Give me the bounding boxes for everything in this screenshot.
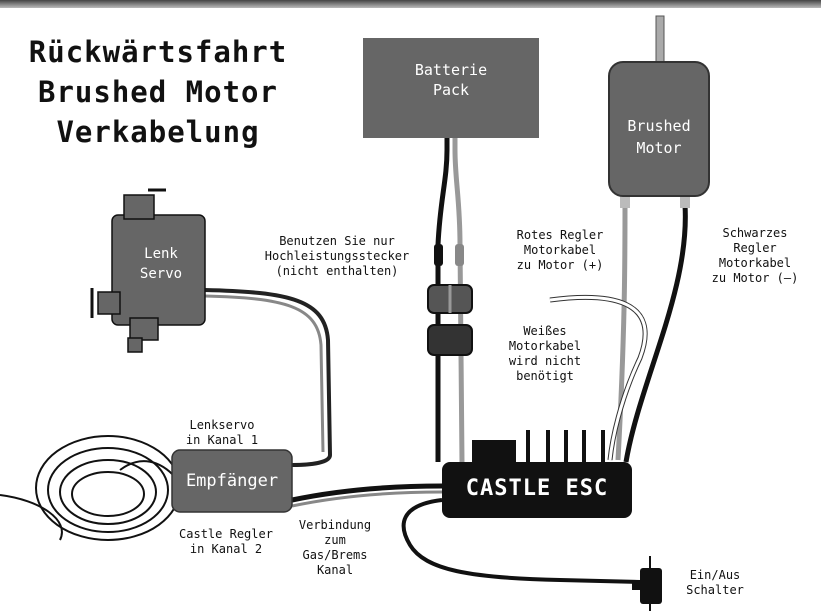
white-wire-note-line-4: benötigt <box>516 369 574 383</box>
connector-note-line-1: Benutzen Sie nur <box>279 234 395 248</box>
black-wire-note-line-2: Regler <box>733 241 777 255</box>
esc-channel-line-2: in Kanal 2 <box>189 542 263 556</box>
motor-body <box>608 61 710 197</box>
throttle-line-2: zum <box>324 533 346 547</box>
black-wire-note: Schwarzes Regler Motorkabel zu Motor (–) <box>700 226 810 286</box>
top-border <box>0 0 821 8</box>
battery-pack-label: Batterie Pack <box>363 60 539 100</box>
white-wire-note: Weißes Motorkabel wird nicht benötigt <box>490 324 600 384</box>
servo-label-line-2: Servo <box>139 266 183 282</box>
power-connector-bottom <box>427 324 473 356</box>
motor-label-line-2: Motor <box>636 139 682 157</box>
receiver-label: Empfänger <box>185 471 279 491</box>
servo-label-line-1: Lenk <box>144 246 178 262</box>
battery-label-line-1: Batterie <box>414 61 488 79</box>
battery-lead-black <box>435 138 450 462</box>
servo-channel-line-2: in Kanal 1 <box>185 433 259 447</box>
throttle-note: Verbindung zum Gas/Brems Kanal <box>290 518 380 578</box>
red-wire-note: Rotes Regler Motorkabel zu Motor (+) <box>505 228 615 273</box>
servo-channel-line-1: Lenkservo <box>189 418 255 432</box>
servo-body <box>97 194 206 353</box>
throttle-line-3: Gas/Brems <box>302 548 368 562</box>
title-line-2: Brushed Motor <box>38 75 278 109</box>
servo-cable <box>204 288 333 467</box>
connector-note-line-2: Hochleistungsstecker <box>264 249 410 263</box>
esc-pins <box>526 430 605 468</box>
motor-label: Brushed Motor <box>609 115 709 159</box>
motor-wire-black <box>623 204 688 463</box>
bullet-connector-black <box>434 244 443 266</box>
switch-body <box>640 568 662 604</box>
motor-terminal-right <box>680 192 690 208</box>
motor-label-line-1: Brushed <box>627 117 691 135</box>
receiver-body <box>171 449 293 513</box>
servo-label: Lenk Servo <box>118 244 204 284</box>
connector-note: Benutzen Sie nur Hochleistungsstecker (n… <box>262 234 412 279</box>
title-line-3: Verkabelung <box>56 115 260 149</box>
battery-pack-body <box>363 38 539 138</box>
esc-channel-line-1: Castle Regler <box>179 527 273 541</box>
black-wire-note-line-3: Motorkabel <box>718 256 792 270</box>
black-wire-note-line-4: zu Motor (–) <box>711 271 799 285</box>
motor-terminal-left <box>620 192 630 208</box>
esc-body <box>442 462 632 518</box>
switch-wire <box>401 498 641 584</box>
switch-line-1: Ein/Aus <box>689 568 741 582</box>
black-wire-note-line-1: Schwarzes <box>722 226 788 240</box>
white-wire-note-line-2: Motorkabel <box>508 339 582 353</box>
battery-label-line-2: Pack <box>432 81 470 99</box>
battery-lead-red <box>452 138 465 463</box>
diagram-title: Rückwärtsfahrt Brushed Motor Verkabelung <box>8 32 308 152</box>
red-wire-note-line-1: Rotes Regler <box>516 228 604 242</box>
white-wire-note-line-3: wird nicht <box>508 354 582 368</box>
switch-note: Ein/Aus Schalter <box>670 568 760 598</box>
esc-label: CASTLE ESC <box>465 476 609 501</box>
antenna-wire <box>0 494 63 541</box>
switch-line-2: Schalter <box>686 583 744 597</box>
white-wire-note-line-1: Weißes <box>523 324 567 338</box>
connector-note-line-3: (nicht enthalten) <box>275 264 399 278</box>
motor-shaft <box>655 15 665 65</box>
red-wire-note-line-3: zu Motor (+) <box>516 258 604 272</box>
red-wire-note-line-2: Motorkabel <box>523 243 597 257</box>
title-line-1: Rückwärtsfahrt <box>28 35 288 69</box>
antenna-coil <box>35 435 181 541</box>
throttle-line-1: Verbindung <box>298 518 372 532</box>
esc-channel-note: Castle Regler in Kanal 2 <box>166 527 286 557</box>
servo-channel-note: Lenkservo in Kanal 1 <box>172 418 272 448</box>
throttle-line-4: Kanal <box>316 563 354 577</box>
bullet-connector-red <box>455 244 464 266</box>
throttle-cable <box>291 483 443 503</box>
